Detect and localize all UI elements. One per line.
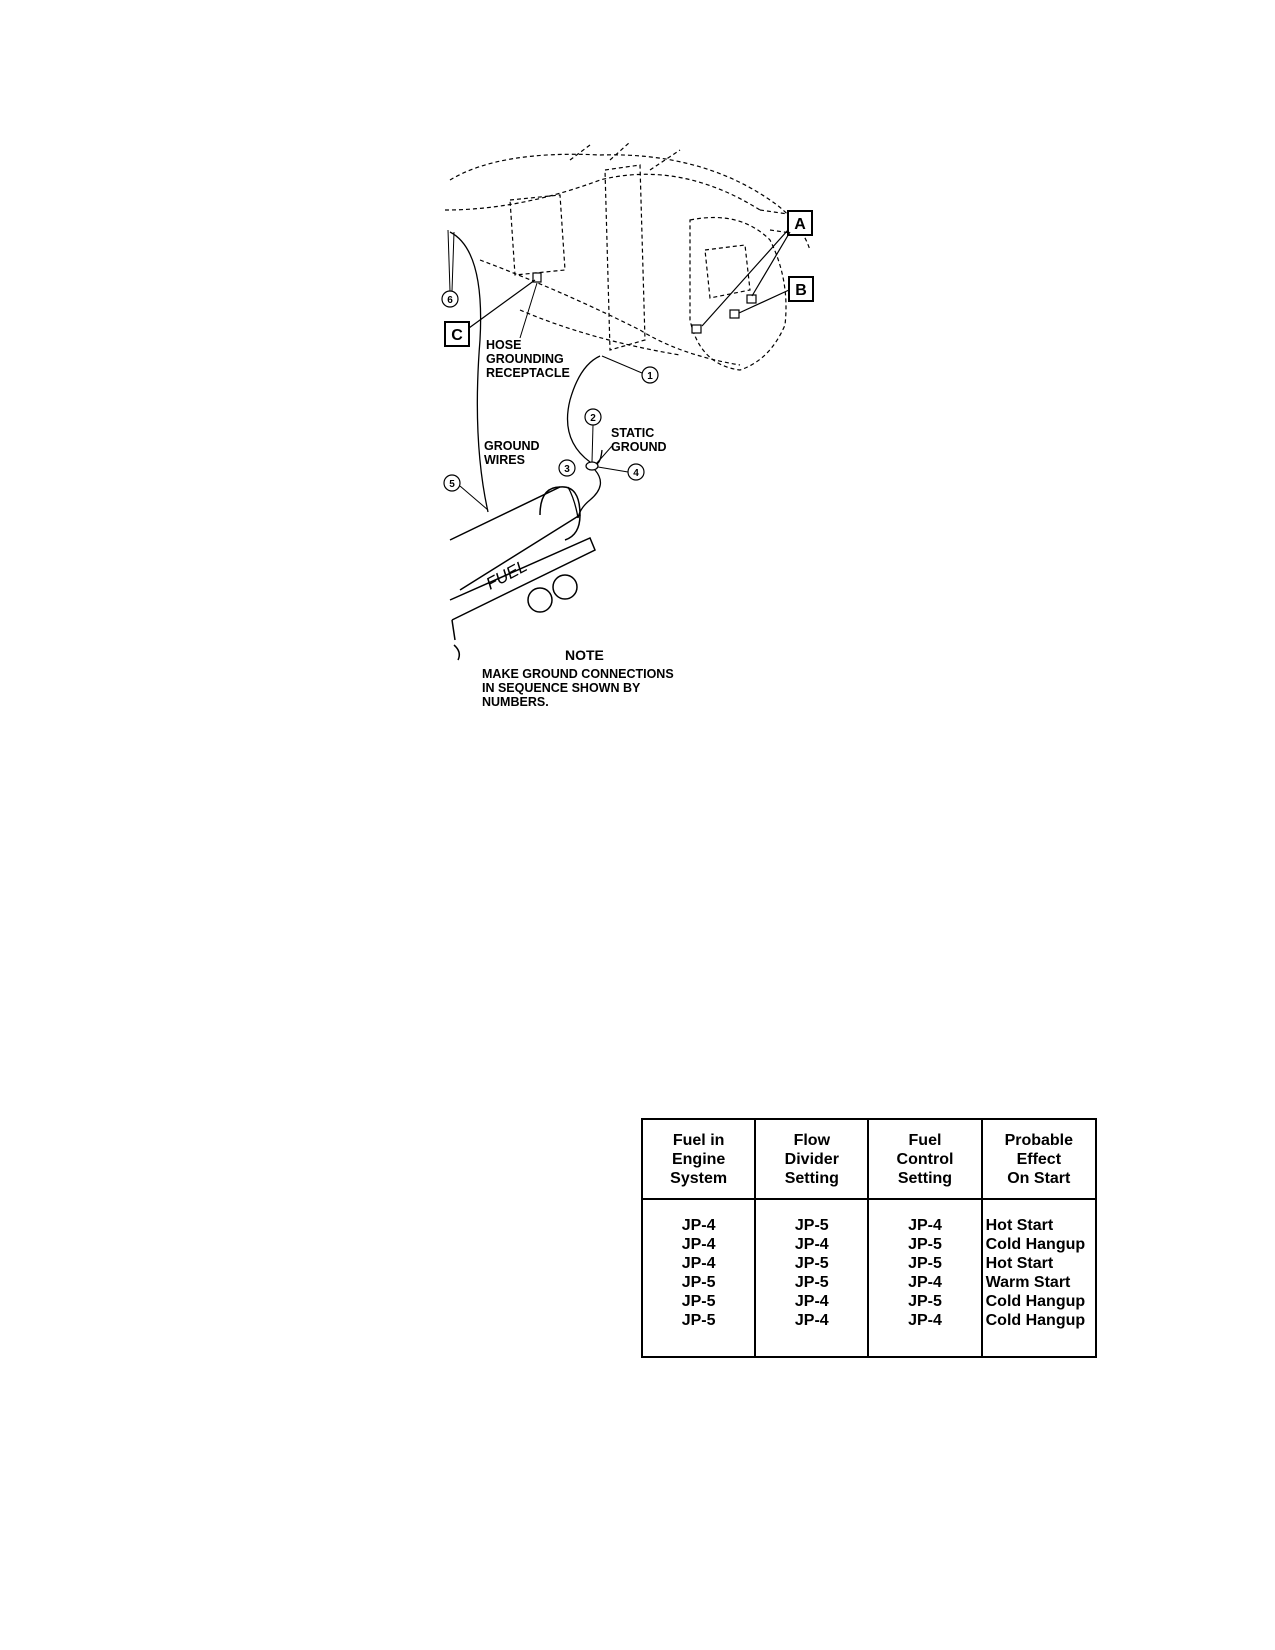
table-cell: JP-4: [908, 1312, 942, 1329]
svg-text:GROUNDING: GROUNDING: [486, 352, 564, 366]
note: NOTE MAKE GROUND CONNECTIONS IN SEQUENCE…: [482, 647, 674, 709]
callout-c: C: [444, 279, 536, 347]
svg-text:6: 6: [447, 295, 453, 306]
table-cell: Cold Hangup: [985, 1312, 1086, 1329]
note-line-3: NUMBERS.: [482, 695, 549, 709]
column-fuel-in-engine-system: JP-4 JP-4 JP-4 JP-5 JP-5 JP-5: [640, 1199, 757, 1357]
receptacle-b: [729, 309, 740, 319]
header-flow-divider-setting: Flow Divider Setting: [754, 1119, 870, 1200]
table-cell: Hot Start: [985, 1217, 1054, 1234]
table-header-row: Fuel in Engine System Flow Divider Setti…: [640, 1119, 1098, 1200]
table-cell: JP-5: [908, 1236, 942, 1253]
static-ground-label: STATIC GROUND: [595, 426, 667, 465]
callout-b: B: [738, 276, 814, 314]
svg-text:5: 5: [449, 479, 455, 490]
fuel-truck: [449, 486, 596, 661]
svg-text:WIRES: WIRES: [484, 453, 525, 467]
table-cell: JP-4: [908, 1217, 942, 1234]
callout-5: 5: [443, 474, 489, 511]
fuel-tank-label: FUEL: [483, 556, 530, 593]
table-cell: Cold Hangup: [985, 1236, 1086, 1253]
note-heading: NOTE: [565, 647, 604, 663]
svg-text:STATIC: STATIC: [611, 426, 654, 440]
svg-text:4: 4: [633, 468, 639, 479]
hose-grounding-receptacle-label: HOSE GROUNDING RECEPTACLE: [486, 282, 570, 380]
callout-3: 3: [558, 459, 576, 477]
table-cell: Warm Start: [985, 1274, 1071, 1291]
table-cell: JP-5: [681, 1312, 716, 1329]
column-probable-effect-on-start: Hot Start Cold Hangup Hot Start Warm Sta…: [980, 1199, 1098, 1357]
svg-text:HOSE: HOSE: [486, 338, 521, 352]
receptacle-a-right: [746, 294, 757, 304]
callout-a: A: [701, 210, 813, 327]
svg-text:C: C: [451, 327, 463, 344]
table-body-row: JP-4 JP-4 JP-4 JP-5 JP-5 JP-5 JP-5 JP-4 …: [640, 1199, 1098, 1357]
callout-4: 4: [597, 463, 645, 481]
aircraft-outline: [444, 141, 811, 371]
svg-text:2: 2: [590, 413, 596, 424]
callout-2: 2: [584, 408, 602, 463]
table-cell: JP-4: [794, 1293, 829, 1310]
svg-text:A: A: [794, 216, 806, 233]
table-cell: JP-5: [681, 1293, 716, 1310]
column-fuel-control-setting: JP-4 JP-5 JP-5 JP-4 JP-5 JP-4: [867, 1199, 983, 1357]
receptacle-c: [532, 272, 542, 283]
table-cell: JP-4: [681, 1255, 716, 1272]
header-fuel-in-engine-system: Fuel in Engine System: [640, 1119, 757, 1200]
table-cell: JP-5: [908, 1293, 942, 1310]
table-cell: JP-5: [908, 1255, 942, 1272]
callout-6: 6: [441, 229, 459, 308]
svg-text:RECEPTACLE: RECEPTACLE: [486, 366, 570, 380]
table-cell: JP-4: [794, 1236, 829, 1253]
svg-text:B: B: [795, 282, 807, 299]
table-cell: JP-4: [681, 1217, 716, 1234]
table-cell: JP-5: [794, 1274, 829, 1291]
header-probable-effect-on-start: Probable Effect On Start: [980, 1119, 1098, 1200]
receptacle-a-left: [691, 324, 702, 334]
table-cell: JP-5: [794, 1217, 829, 1234]
note-line-1: MAKE GROUND CONNECTIONS: [482, 667, 674, 681]
table-cell: JP-4: [681, 1236, 716, 1253]
table-cell: Cold Hangup: [985, 1293, 1086, 1310]
table-cell: JP-4: [794, 1312, 829, 1329]
table-cell: JP-5: [794, 1255, 829, 1272]
header-fuel-control-setting: Fuel Control Setting: [867, 1119, 983, 1200]
svg-text:GROUND: GROUND: [611, 440, 667, 454]
svg-text:1: 1: [647, 371, 653, 382]
table-cell: JP-5: [681, 1274, 716, 1291]
fuel-start-effect-table: Fuel in Engine System Flow Divider Setti…: [640, 1118, 1098, 1358]
note-line-2: IN SEQUENCE SHOWN BY: [482, 681, 641, 695]
svg-text:3: 3: [564, 464, 570, 475]
table-cell: Hot Start: [985, 1255, 1054, 1272]
table-cell: JP-4: [908, 1274, 942, 1291]
svg-text:GROUND: GROUND: [484, 439, 540, 453]
ground-wires-label: GROUND WIRES: [484, 439, 540, 467]
callout-1: 1: [601, 355, 659, 384]
grounding-diagram: FUEL A B C 1 2: [440, 140, 880, 720]
column-flow-divider-setting: JP-5 JP-4 JP-5 JP-5 JP-4 JP-4: [754, 1199, 870, 1357]
